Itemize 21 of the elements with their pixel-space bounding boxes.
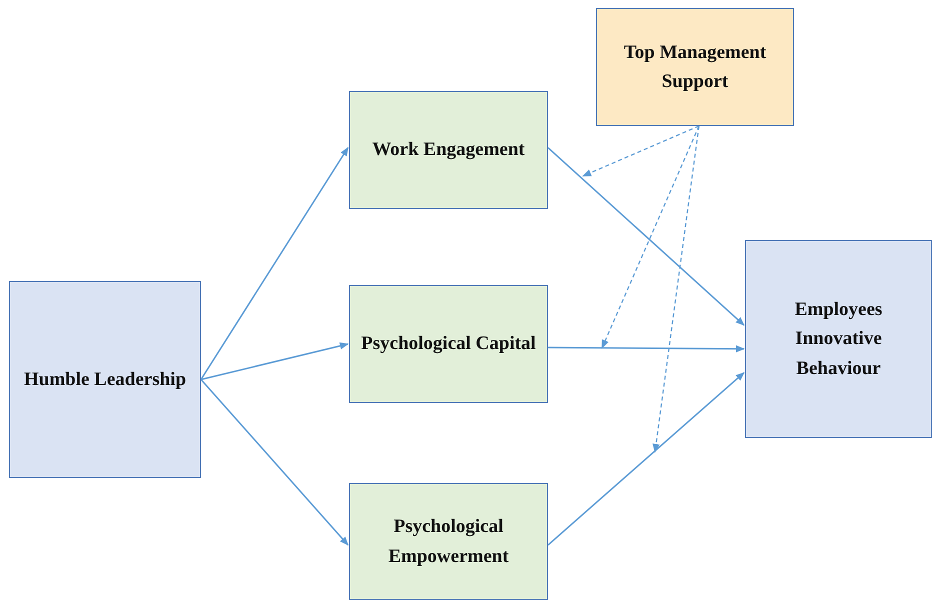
arrow xyxy=(200,146,349,380)
dashed-arrow xyxy=(601,126,700,349)
concept-box xyxy=(9,281,201,478)
node-label: Top Management Support xyxy=(622,40,768,94)
concept-box xyxy=(596,8,794,126)
node-label: Psychological Empowerment xyxy=(387,515,510,568)
concept-box xyxy=(349,91,548,209)
concept-box xyxy=(745,240,932,438)
node-label: Psychological Capital xyxy=(361,332,536,356)
node-label: Work Engagement xyxy=(372,138,525,162)
arrow xyxy=(200,342,349,380)
dashed-arrow xyxy=(652,126,700,453)
arrow xyxy=(548,345,745,352)
concept-box xyxy=(349,483,548,600)
node-label: Humble Leadership xyxy=(24,368,186,392)
arrow xyxy=(200,379,349,546)
arrow xyxy=(548,372,745,546)
arrow xyxy=(548,147,745,326)
node-label: Employees Innovative Behaviour xyxy=(794,298,884,381)
dashed-arrow xyxy=(582,125,700,177)
concept-box xyxy=(349,285,548,403)
